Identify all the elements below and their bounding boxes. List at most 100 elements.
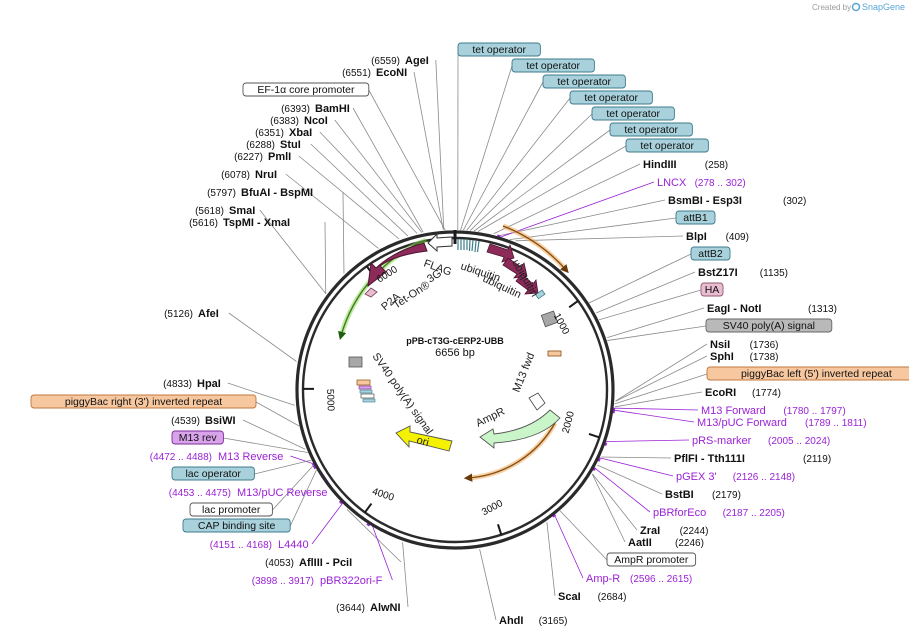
- m13-rev-feature: [358, 385, 372, 390]
- leader-line: [615, 355, 708, 402]
- primer-amp-r: Amp-R: [586, 573, 620, 585]
- tick-mark: [568, 300, 579, 309]
- enzyme-pos-scai: (2684): [598, 592, 627, 603]
- primer-pgex-3-: pGEX 3': [676, 471, 717, 483]
- feature-leader: [255, 401, 300, 427]
- enzyme-pos-stui: (6288): [246, 140, 275, 151]
- enzyme-pos-ecori: (1774): [752, 388, 781, 399]
- tick-label-2000: 2000: [561, 410, 577, 435]
- feature-label-cap-binding-site: CAP binding site: [198, 520, 276, 532]
- primer-leader: [610, 407, 699, 411]
- primer-m13-puc-reverse: M13/pUC Reverse: [237, 487, 327, 499]
- feature-label-tet-operator: tet operator: [557, 76, 611, 88]
- enzyme-pos-pflfi: (2119): [803, 454, 831, 465]
- attb2-feature: [535, 289, 546, 300]
- leader-line: [601, 456, 672, 459]
- feature-leader: [477, 145, 627, 232]
- enzyme-pos-bfuai: (5797): [207, 188, 236, 199]
- enzyme-scai: ScaI: [558, 591, 581, 603]
- feature-leader: [272, 464, 315, 511]
- enzyme-smai: SmaI: [229, 205, 255, 217]
- feature-leader: [289, 469, 317, 527]
- primer-range: (2187 .. 2205): [723, 508, 785, 519]
- lac-operator-feature: [359, 389, 373, 394]
- leader-line: [334, 119, 423, 233]
- ubiquitin-3-feature: [515, 273, 539, 295]
- orange-arc-bottom: [463, 422, 556, 482]
- tick-label-5000: 5000: [324, 389, 336, 412]
- leader-line: [615, 391, 703, 408]
- credit-prefix: Created by: [812, 3, 851, 12]
- plasmid-size: 6656 bp: [435, 347, 475, 359]
- piggybac-right-feature: [356, 379, 371, 386]
- feature-leader: [598, 289, 702, 321]
- primer-pbr322ori-f: pBR322ori-F: [320, 575, 383, 587]
- leader-line: [259, 209, 327, 295]
- inner-label-ori: ori: [415, 434, 430, 449]
- inner-features: [348, 232, 562, 452]
- feature-box-tet-operator: [625, 138, 709, 153]
- tet-operator-stripes: [457, 239, 480, 253]
- leader-line: [500, 199, 666, 236]
- enzyme-bamhi: BamHI: [315, 103, 350, 115]
- primer-mark: [551, 513, 557, 518]
- enzyme-ecori: EcoRI: [705, 387, 736, 399]
- enzyme-ncoi: NcoI: [304, 115, 328, 127]
- feature-label-tet-operator: tet operator: [584, 92, 638, 104]
- tick-mark: [497, 523, 503, 536]
- primer-range: (4151 .. 4168): [210, 540, 272, 551]
- enzyme-pos-hindiii: (258): [705, 160, 728, 171]
- leader-line: [591, 473, 626, 543]
- primer-mark: [597, 457, 601, 462]
- feature-label-m13-rev: M13 rev: [179, 432, 218, 444]
- enzyme-xbai: XbaI: [289, 127, 312, 139]
- enzyme-tspmi: TspMI - XmaI: [223, 217, 290, 229]
- primer-range: (4453 .. 4475): [169, 488, 231, 499]
- enzyme-pos-bsiwi: (4539): [171, 416, 200, 427]
- cap-binding-feature: [362, 398, 376, 403]
- enzyme-pos-afei: (5126): [164, 309, 193, 320]
- enzyme-blpi: BlpI: [686, 231, 707, 243]
- feature-label-tet-operator: tet operator: [526, 60, 580, 72]
- sv40-pa-right-feature: [540, 310, 559, 328]
- feature-label-attb1: attB1: [683, 212, 708, 224]
- leader-line: [493, 163, 641, 235]
- leader-line: [352, 107, 424, 233]
- primer-leader: [603, 439, 690, 443]
- feature-leader: [460, 65, 513, 231]
- feature-box-tet-operator: [569, 90, 653, 105]
- primer-leader: [610, 409, 695, 423]
- leader-line: [285, 173, 379, 249]
- m13-fwd-feature: [528, 392, 546, 411]
- primer-leader: [370, 522, 393, 581]
- tick-mark: [588, 433, 600, 439]
- enzyme-bstbi: BstBI: [665, 489, 694, 501]
- feature-box-tet-operator: [457, 42, 541, 57]
- leader-line: [227, 382, 295, 406]
- enzyme-pos-xbai: (6351): [255, 128, 284, 139]
- enzyme-pos-blpi: (409): [726, 232, 749, 243]
- feature-leader: [473, 129, 611, 232]
- tick-label-4000: 4000: [371, 486, 396, 503]
- enzyme-pos-eagi: (1313): [808, 304, 837, 315]
- enzyme-pos-bstz17i: (1135): [760, 268, 788, 279]
- feature-leader: [368, 89, 446, 231]
- enzyme-bsiwi: BsiWI: [205, 415, 236, 427]
- feature-box-attb1: [675, 210, 716, 225]
- enzyme-hindiii: HindIII: [643, 159, 677, 171]
- enzyme-bfuai: BfuAI - BspMI: [241, 187, 313, 199]
- feature-label-sv40-poly-a-signal: SV40 poly(A) signal: [723, 320, 815, 332]
- tick-mark: [364, 502, 373, 514]
- inner-label-ampr: AmpR: [474, 405, 507, 429]
- primer-leader: [311, 500, 345, 545]
- feature-label-ef-1-core-promoter: EF-1α core promoter: [257, 84, 355, 96]
- primer-range: (4472 .. 4488): [150, 452, 212, 463]
- primer-mark: [603, 442, 608, 447]
- primer-l4440: L4440: [278, 539, 309, 551]
- enzyme-aatii: AatII: [628, 537, 652, 549]
- piggybac-left-feature: [547, 350, 562, 357]
- leader-line: [402, 542, 409, 608]
- snapgene-logo-icon: [851, 2, 861, 12]
- feature-box-sv40-poly-a-signal: [705, 318, 833, 333]
